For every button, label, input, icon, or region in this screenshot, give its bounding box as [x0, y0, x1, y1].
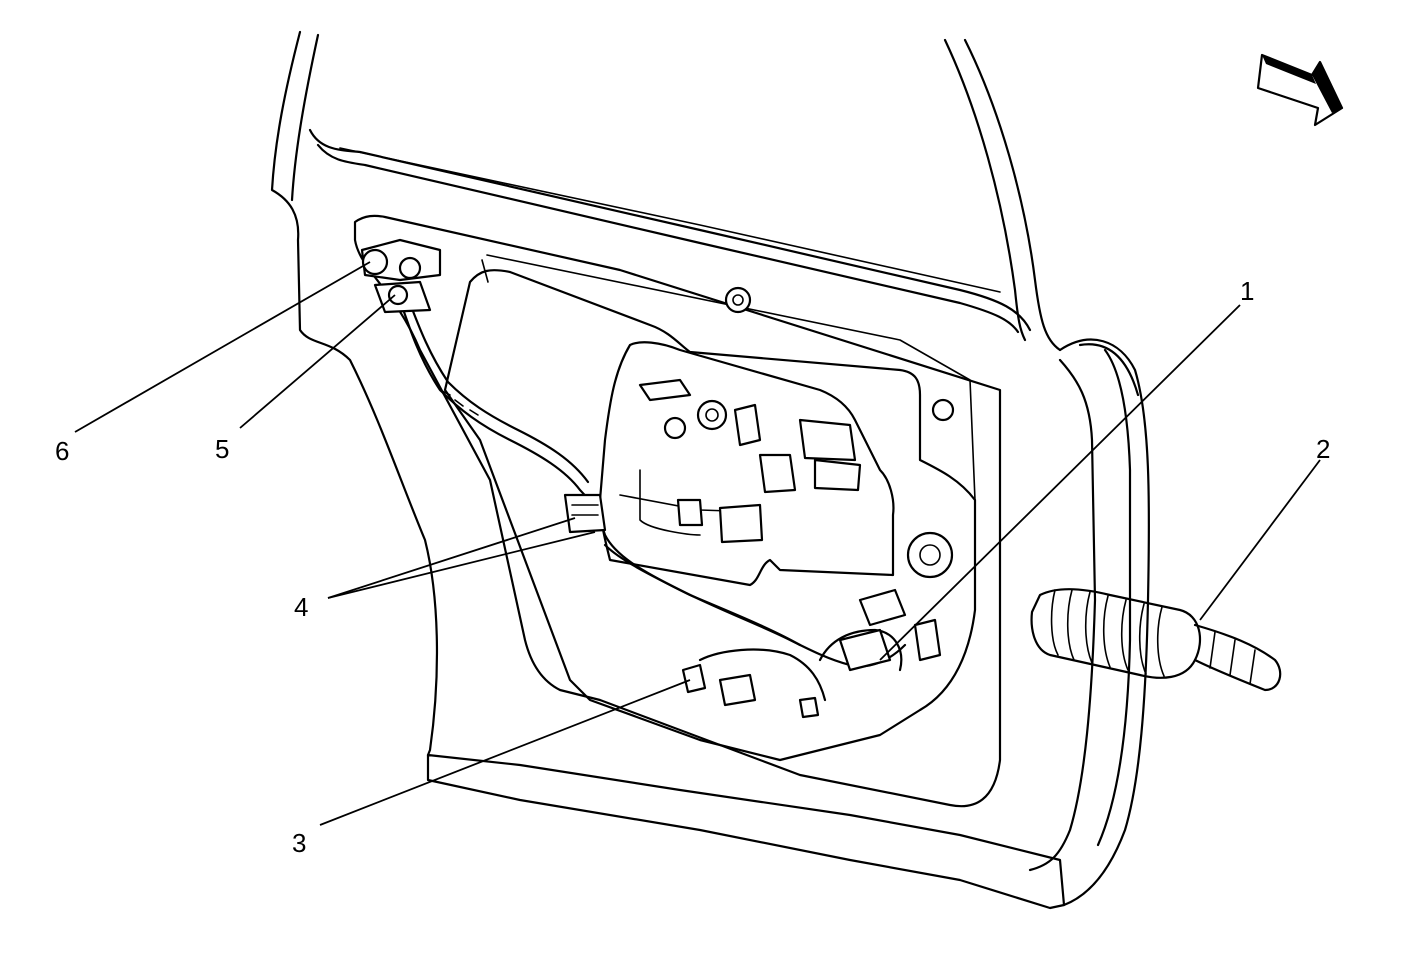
leader-1 — [879, 304, 1241, 661]
leader-4a — [327, 517, 576, 599]
inner-panel — [353, 214, 1002, 808]
speaker-mount — [906, 398, 955, 579]
leader-3 — [319, 679, 691, 826]
callout-4: 4 — [294, 592, 308, 622]
callout-3: 3 — [292, 828, 306, 858]
callout-6: 6 — [55, 436, 69, 466]
direction-arrow-icon — [1256, 53, 1344, 127]
window-frame — [308, 128, 1032, 334]
wiring-harness — [360, 238, 942, 719]
leader-6 — [74, 261, 371, 433]
leader-lines — [74, 261, 1321, 826]
latch-module — [598, 286, 895, 587]
callout-labels: 1 2 3 4 5 6 — [55, 276, 1330, 858]
leader-2 — [1199, 459, 1321, 621]
callout-1: 1 — [1240, 276, 1254, 306]
door-outer-frame — [270, 30, 1151, 910]
leader-5 — [239, 294, 396, 429]
harness-grommet — [1030, 588, 1282, 692]
leader-4b — [327, 531, 596, 599]
callout-2: 2 — [1316, 434, 1330, 464]
callout-5: 5 — [215, 434, 229, 464]
